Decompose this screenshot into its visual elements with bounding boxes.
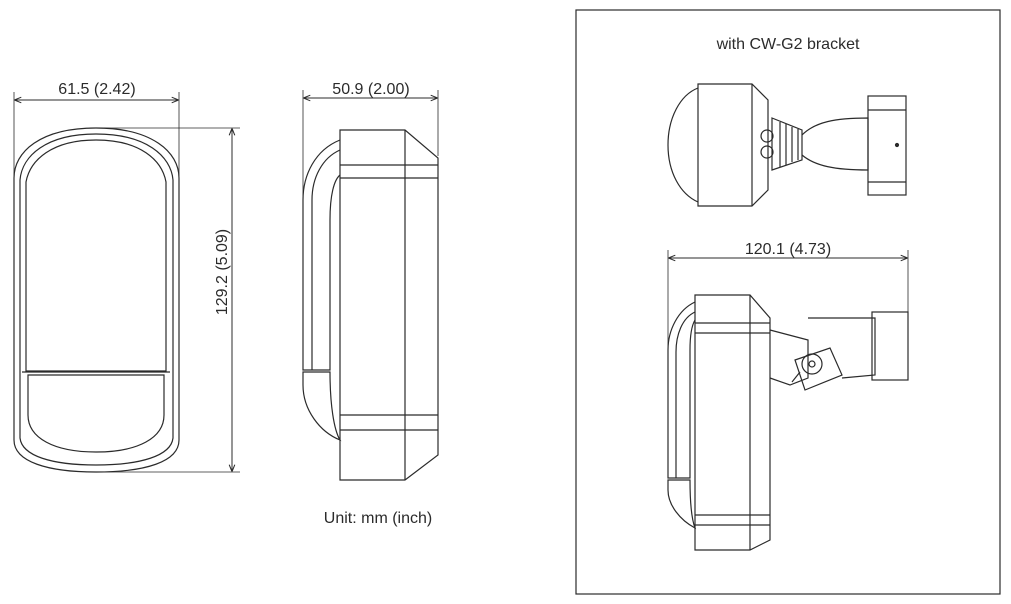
bracket-top-view-dome bbox=[667, 87, 699, 203]
depth-dimension-label: 50.9 (2.00) bbox=[332, 81, 409, 98]
bracket-panel-frame bbox=[575, 9, 1001, 595]
bracket-top-view bbox=[667, 83, 907, 207]
side-view-lens bbox=[302, 371, 342, 442]
side-view-housing bbox=[339, 129, 439, 481]
front-view bbox=[13, 92, 240, 473]
bracket-side-view-lens bbox=[667, 479, 697, 530]
bracket-side-view-mount bbox=[871, 311, 909, 381]
side-view-front-cover bbox=[302, 139, 341, 371]
bracket-top-view-mount bbox=[867, 95, 907, 196]
side-view bbox=[302, 90, 439, 481]
front-view-outline bbox=[13, 127, 180, 473]
front-view-inner-contour bbox=[19, 133, 174, 466]
bracket-side-view-front-cover bbox=[667, 301, 696, 479]
width-dimension-label: 61.5 (2.42) bbox=[58, 81, 135, 98]
height-dimension-label: 129.2 (5.09) bbox=[214, 229, 231, 315]
bracket-top-view-housing bbox=[697, 83, 769, 207]
bracket-depth-dimension-label: 120.1 (4.73) bbox=[745, 241, 831, 258]
front-view-upper-panel bbox=[25, 139, 167, 372]
unit-note: Unit: mm (inch) bbox=[324, 510, 432, 527]
bracket-side-view bbox=[667, 294, 909, 551]
bracket-panel-title: with CW-G2 bracket bbox=[716, 36, 860, 53]
front-view-lens-panel bbox=[27, 374, 165, 453]
